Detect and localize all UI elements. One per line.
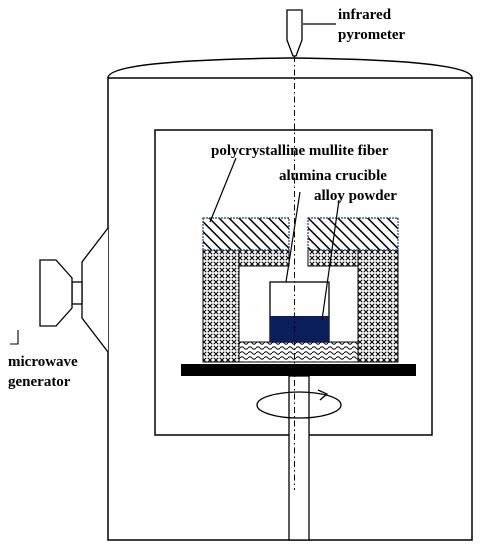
label-mullite-fiber: polycrystalline mullite fiber [211, 143, 389, 159]
label-microwave-line1: microwave [8, 354, 78, 370]
alloy-powder [270, 316, 329, 342]
microwave-coupler [71, 281, 83, 305]
label-microwave-line2: generator [8, 374, 71, 390]
label-alloy-powder: alloy powder [314, 188, 397, 204]
label-pyrometer-line1: infrared [338, 7, 392, 23]
insulation-base [238, 341, 359, 363]
label-pyrometer-line2: pyrometer [338, 27, 406, 43]
rotation-arrow [256, 391, 342, 419]
leader-mullite-fiber [209, 157, 237, 223]
microwave-generator-body [39, 259, 73, 327]
leader-crucible [285, 191, 301, 283]
mullite-fiber-lid-left [202, 217, 290, 251]
leader-alloy-powder [321, 199, 340, 321]
furnace-lid [107, 57, 473, 79]
insulation-top-left [238, 249, 290, 267]
infrared-pyrometer [286, 9, 303, 57]
insulation-top-right [307, 249, 359, 267]
turntable-plate [181, 364, 416, 376]
mullite-fiber-lid-right [307, 217, 399, 251]
support-rod [288, 375, 310, 541]
label-crucible: alumina crucible [279, 168, 387, 184]
rotation-arrowhead [317, 389, 329, 401]
microwave-waveguide-horn [81, 227, 109, 353]
insulation-wall-right [357, 249, 399, 363]
leader-microwave [10, 330, 19, 345]
insulation-wall-left [202, 249, 240, 363]
